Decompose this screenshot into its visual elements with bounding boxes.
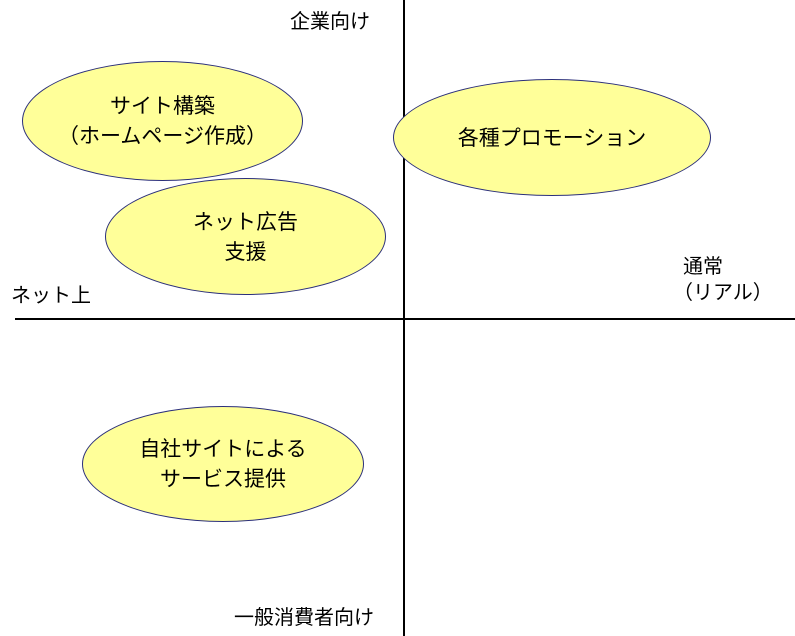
bubble-own-site-service: 自社サイトによる サービス提供 (82, 406, 364, 522)
axis-label-left: ネット上 (11, 283, 91, 307)
axis-label-right-line1: 通常 (683, 254, 723, 278)
bubble-own-site-service-line2: サービス提供 (160, 467, 286, 491)
bubble-promotion: 各種プロモーション (393, 79, 711, 196)
bubble-site-building-line1: サイト構築 (110, 94, 215, 118)
axis-label-right-line2: （リアル） (673, 280, 773, 304)
bubble-net-ad-support-line2: 支援 (224, 239, 267, 264)
bubble-site-building: サイト構築 （ホームページ作成） (22, 61, 303, 181)
horizontal-axis (15, 318, 795, 320)
bubble-net-ad-support: ネット広告 支援 (105, 178, 386, 295)
bubble-net-ad-support-line1: ネット広告 (193, 209, 298, 234)
axis-label-bottom: 一般消費者向け (234, 605, 374, 629)
bubble-site-building-line2: （ホームページ作成） (58, 124, 267, 148)
bubble-promotion-line1: 各種プロモーション (457, 125, 647, 150)
bubble-own-site-service-line1: 自社サイトによる (139, 437, 307, 461)
axis-label-top: 企業向け (290, 9, 370, 33)
